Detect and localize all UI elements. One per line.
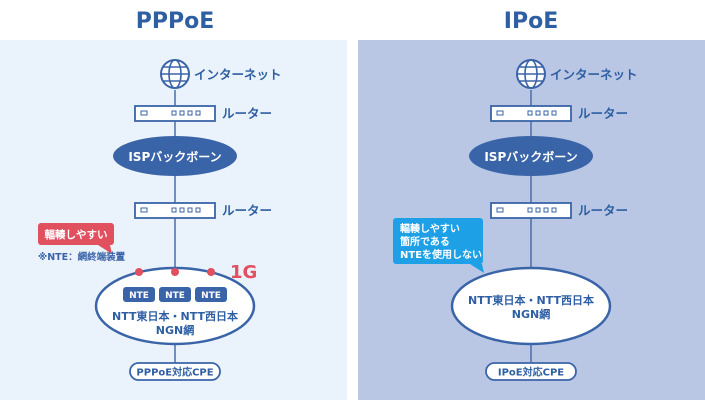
svg-text:NTE: NTE — [201, 291, 221, 301]
svg-text:NTE: NTE — [129, 291, 149, 301]
left-panel — [0, 40, 347, 400]
svg-text:NTE: NTE — [165, 291, 185, 301]
cpe-box — [129, 362, 221, 381]
internet-label: インターネット — [194, 67, 282, 82]
ngn-label-line2: NGN網 — [512, 307, 550, 321]
left-title: PPPoE — [136, 9, 215, 34]
router-label-top: ルーター — [222, 106, 272, 121]
svg-text:輻輳しやすい: 輻輳しやすい — [400, 222, 460, 235]
router-icon — [490, 202, 572, 219]
router-icon — [490, 105, 572, 122]
svg-text:輻輳しやすい: 輻輳しやすい — [45, 228, 108, 241]
router-icon — [134, 105, 216, 122]
router-icon — [134, 202, 216, 219]
congestion-point — [207, 268, 215, 276]
ngn-label-line1: NTT東日本・NTT西日本 — [112, 309, 238, 323]
congestion-callout: 輻輳しやすい — [38, 223, 114, 254]
nte-box: NTE — [159, 287, 191, 302]
congestion-point — [171, 268, 179, 276]
globe-icon — [516, 59, 546, 89]
ngn-label-line1: NTT東日本・NTT西日本 — [468, 293, 594, 307]
isp-backbone-label: ISPバックボーン — [128, 149, 221, 164]
isp-backbone-label: ISPバックボーン — [484, 149, 577, 164]
congestion-point — [135, 268, 143, 276]
bandwidth-label: 1G — [230, 262, 257, 283]
right-title: IPoE — [504, 9, 558, 34]
nte-box: NTE — [123, 287, 155, 302]
cpe-box — [485, 362, 577, 381]
router-label-bottom: ルーター — [578, 203, 628, 218]
ngn-network-ellipse — [450, 266, 612, 346]
no-nte-callout: 輻輳しやすい 箇所である NTEを使用しない — [393, 218, 484, 273]
cpe-label: PPPoE対応CPE — [136, 366, 213, 379]
isp-backbone-ellipse — [113, 136, 237, 176]
internet-label: インターネット — [550, 67, 638, 82]
cpe-label: IPoE対応CPE — [498, 366, 564, 379]
router-label-top: ルーター — [578, 106, 628, 121]
router-label-bottom: ルーター — [222, 203, 272, 218]
isp-backbone-ellipse — [469, 136, 593, 176]
ngn-label-line2: NGN網 — [156, 323, 194, 337]
svg-text:箇所である: 箇所である — [400, 235, 450, 248]
svg-text:NTEを使用しない: NTEを使用しない — [400, 248, 482, 261]
nte-box: NTE — [195, 287, 227, 302]
globe-icon — [160, 59, 190, 89]
nte-note: ※NTE：網終端装置 — [38, 251, 126, 263]
